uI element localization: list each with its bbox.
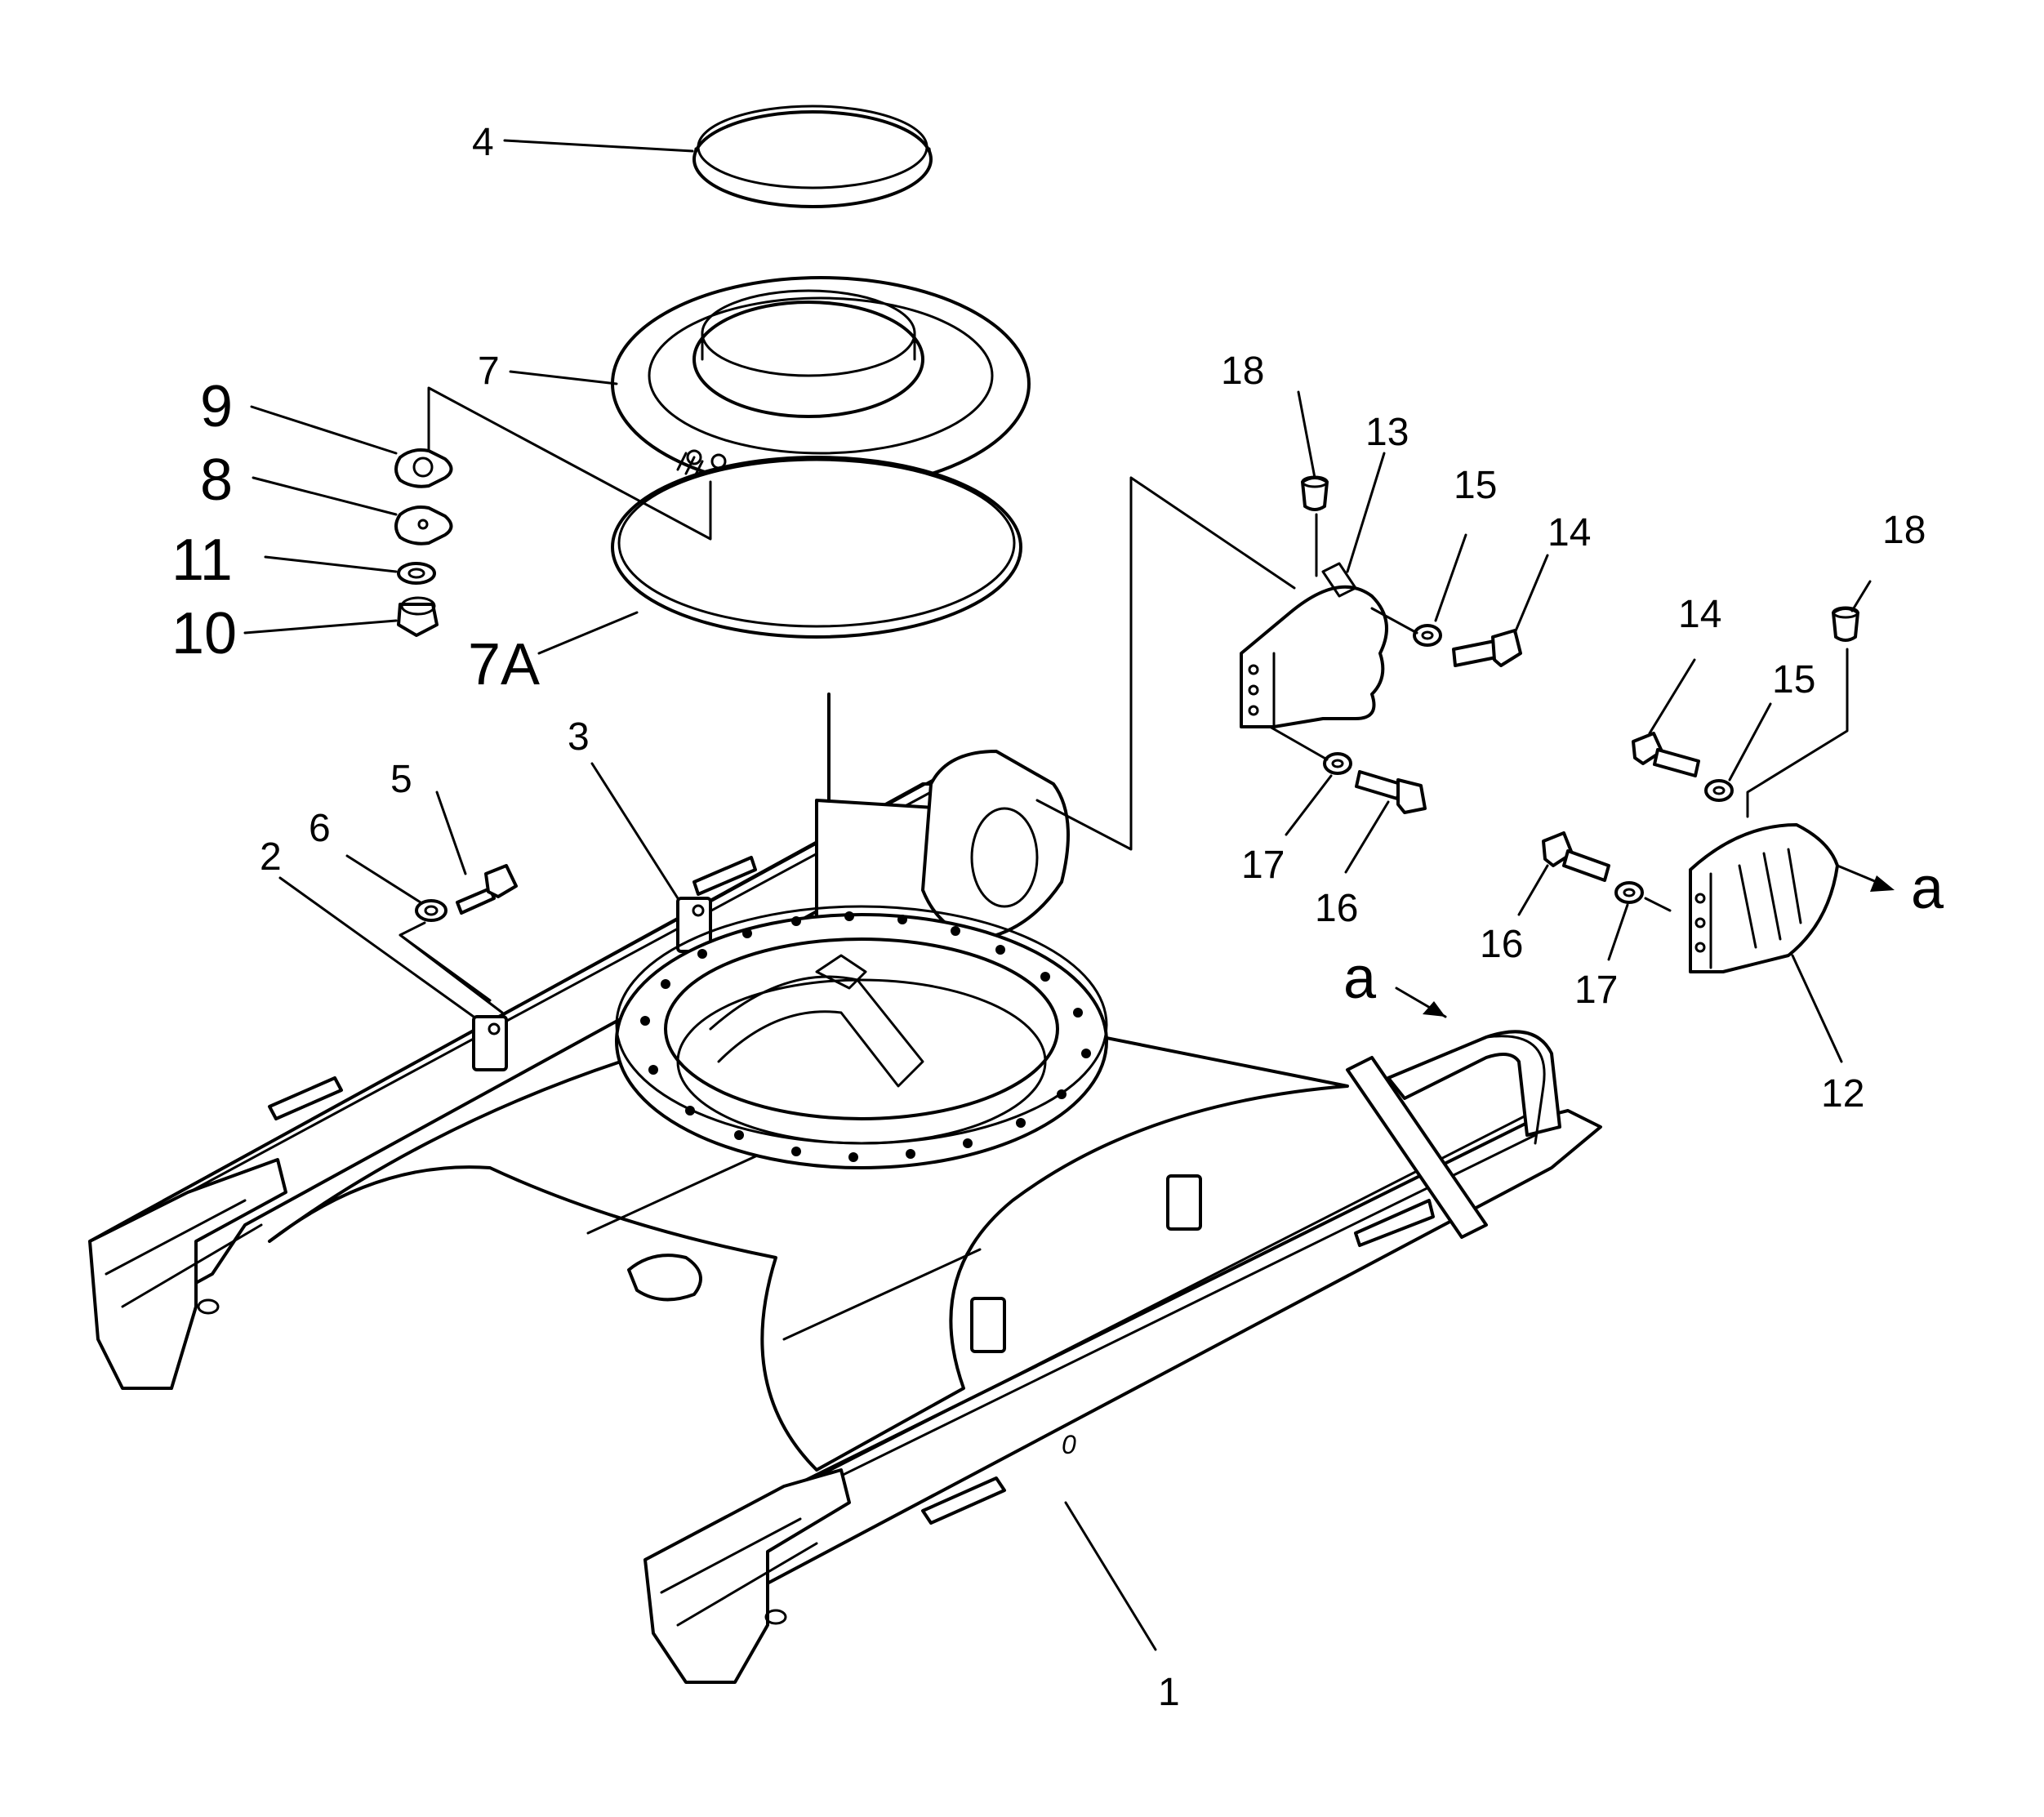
callout-8: 8 <box>200 448 233 513</box>
swing-circle-bolt-holes <box>640 911 1091 1162</box>
part-15-washer-b <box>1704 779 1734 802</box>
part-17-washer-b <box>1614 881 1644 904</box>
part-17-washer-a <box>1323 752 1352 775</box>
part-1-track-frame: 0 <box>88 750 1602 1684</box>
part-8-plate <box>394 505 453 546</box>
part-10-nut <box>397 596 439 637</box>
callout-18b: 18 <box>1882 509 1926 552</box>
callout-14b: 14 <box>1678 593 1721 636</box>
callout-14a: 14 <box>1547 511 1591 554</box>
leader-lines <box>243 139 1872 1651</box>
callout-7a: 7A <box>468 632 540 697</box>
view-marker-a-right: a <box>1911 856 1944 921</box>
callout-17a: 17 <box>1241 844 1285 887</box>
callout-10: 10 <box>171 601 237 666</box>
part-16-bolt-a <box>1355 770 1427 814</box>
svg-text:0: 0 <box>1062 1430 1076 1459</box>
callout-15a: 15 <box>1454 464 1497 507</box>
callout-16b: 16 <box>1480 923 1523 966</box>
callout-3: 3 <box>568 715 590 759</box>
callout-11: 11 <box>171 528 233 593</box>
callout-18a: 18 <box>1221 350 1264 393</box>
callout-12: 12 <box>1821 1072 1864 1116</box>
part-18-plug-a <box>1301 475 1329 511</box>
part-18-plug-b <box>1832 606 1859 642</box>
callout-9: 9 <box>200 374 233 439</box>
swing-circle <box>615 905 1108 1169</box>
callout-16a: 16 <box>1315 887 1358 930</box>
part-13-cover <box>1240 562 1388 728</box>
part-6-washer <box>415 899 448 922</box>
part-16-bolt-b <box>1542 831 1610 882</box>
part-5-bolt <box>456 864 518 915</box>
part-15-washer-a <box>1413 624 1442 647</box>
callout-13: 13 <box>1365 411 1409 454</box>
part-4-ring <box>692 105 933 208</box>
callout-2: 2 <box>260 835 282 879</box>
callout-6: 6 <box>309 807 331 850</box>
part-14-bolt-b <box>1632 732 1700 777</box>
callout-5: 5 <box>390 758 412 801</box>
part-7-cover <box>611 276 1031 492</box>
part-9-plate <box>394 448 453 488</box>
callout-7: 7 <box>478 350 500 393</box>
view-marker-a-left: a <box>1343 946 1377 1011</box>
callout-17b: 17 <box>1574 969 1618 1012</box>
callout-4: 4 <box>472 121 494 164</box>
callout-15b: 15 <box>1772 658 1815 701</box>
callout-1: 1 <box>1158 1671 1180 1714</box>
part-12-cover <box>1689 823 1839 973</box>
part-14-bolt-a <box>1452 629 1522 667</box>
part-7a-oring <box>611 456 1022 639</box>
part-11-washer <box>397 562 436 585</box>
